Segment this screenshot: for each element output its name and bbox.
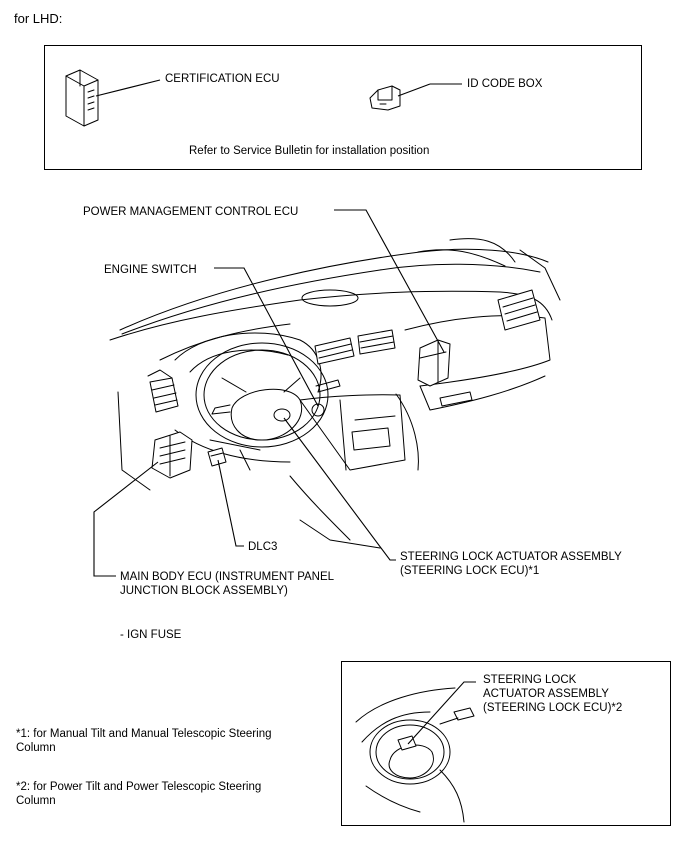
steering-lock-label-line1: STEERING LOCK ACTUATOR ASSEMBLY <box>400 551 622 563</box>
main-body-ecu-label-line1: MAIN BODY ECU (INSTRUMENT PANEL <box>120 571 335 583</box>
variant-label: for LHD: <box>14 11 63 26</box>
inset-label-line3: (STEERING LOCK ECU)*2 <box>483 702 623 714</box>
dlc3-leader <box>217 459 244 547</box>
service-bulletin-note: Refer to Service Bulletin for installati… <box>189 145 430 157</box>
steering-lock-label-line2: (STEERING LOCK ECU)*1 <box>400 565 540 577</box>
main-body-ecu-leader <box>93 461 159 577</box>
main-body-ecu-label-line2: JUNCTION BLOCK ASSEMBLY) <box>120 585 288 597</box>
certification-ecu-label: CERTIFICATION ECU <box>165 73 280 85</box>
inset-steering-lock-leader <box>407 681 476 745</box>
id-code-box-leader <box>397 83 431 97</box>
power-tilt-inset-box <box>341 661 671 826</box>
engine-switch-leader <box>214 267 319 407</box>
footnote-2-line2: Column <box>16 795 56 807</box>
steering-lock-leader <box>283 417 396 561</box>
power-mgmt-ecu-label: POWER MANAGEMENT CONTROL ECU <box>83 206 299 218</box>
service-bulletin-box <box>44 45 642 170</box>
engine-switch-label: ENGINE SWITCH <box>104 264 197 276</box>
certification-ecu-drawing <box>65 69 99 127</box>
inset-steering-drawing <box>355 687 475 823</box>
footnote-2-line1: *2: for Power Tilt and Power Telescopic … <box>16 781 262 793</box>
dlc3-label: DLC3 <box>248 541 278 553</box>
ign-fuse-label: - IGN FUSE <box>120 629 182 641</box>
inset-label-line1: STEERING LOCK <box>483 674 577 686</box>
id-code-box-drawing <box>369 85 401 111</box>
id-code-box-label: ID CODE BOX <box>467 78 543 90</box>
footnote-1-line2: Column <box>16 742 56 754</box>
power-mgmt-ecu-leader <box>334 209 445 353</box>
inset-label-line2: ACTUATOR ASSEMBLY <box>483 688 609 700</box>
footnote-1-line1: *1: for Manual Tilt and Manual Telescopi… <box>16 728 272 740</box>
dashboard-drawing <box>109 238 561 549</box>
certification-ecu-leader <box>95 79 161 97</box>
